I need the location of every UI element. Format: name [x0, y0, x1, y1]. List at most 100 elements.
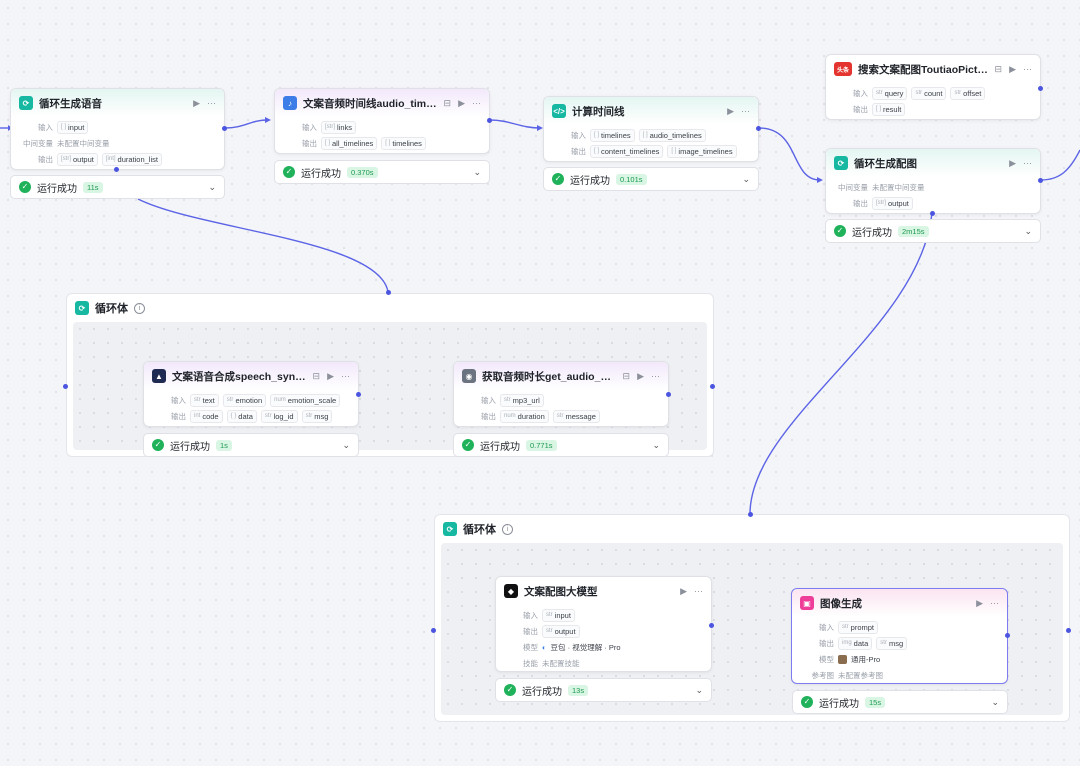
- run-icon[interactable]: ▶: [458, 97, 465, 108]
- edge: [749, 212, 933, 515]
- run-icon[interactable]: ▶: [680, 585, 687, 596]
- edge: [137, 198, 389, 293]
- duration-badge: 0.101s: [616, 173, 647, 185]
- check-icon: ✓: [834, 225, 846, 237]
- more-icon[interactable]: ···: [694, 586, 703, 596]
- check-icon: ✓: [801, 696, 813, 708]
- port[interactable]: [1066, 628, 1071, 633]
- audio-icon: ◉: [462, 369, 476, 383]
- info-icon[interactable]: i: [134, 302, 145, 314]
- loop-body-header: ⟳ 循环体 i: [435, 515, 1069, 543]
- node-title: 文案语音合成speech_synthe…: [172, 370, 307, 383]
- port[interactable]: [431, 628, 436, 633]
- run-icon[interactable]: ▶: [727, 105, 734, 116]
- edge: [224, 119, 269, 129]
- speech-icon: ▲: [152, 369, 166, 383]
- version-icon[interactable]: ⊟: [443, 97, 452, 108]
- run-status-loop-voice[interactable]: ✓ 运行成功 11s ⌄: [10, 175, 225, 199]
- more-icon[interactable]: ···: [990, 598, 999, 608]
- node-loop-voice[interactable]: ⟳ 循环生成语音 ▶··· 输入[ ]input 中间变量未配置中间变量 输出[…: [10, 88, 225, 170]
- port[interactable]: [63, 384, 68, 389]
- more-icon[interactable]: ···: [741, 106, 750, 116]
- port[interactable]: [386, 290, 391, 295]
- more-icon[interactable]: ···: [207, 98, 216, 108]
- port[interactable]: [748, 512, 753, 517]
- duration-badge: 1s: [216, 439, 232, 451]
- port[interactable]: [356, 392, 361, 397]
- check-icon: ✓: [504, 684, 516, 696]
- chevron-down-icon[interactable]: ⌄: [1024, 225, 1032, 236]
- check-icon: ✓: [152, 439, 164, 451]
- more-icon[interactable]: ···: [472, 98, 481, 108]
- edge: [1040, 149, 1080, 181]
- chevron-down-icon[interactable]: ⌄: [991, 696, 999, 707]
- chevron-down-icon[interactable]: ⌄: [342, 439, 350, 450]
- node-title: 搜索文案配图ToutiaoPicture…: [858, 63, 989, 76]
- run-status-image-gen[interactable]: ✓ 运行成功 15s ⌄: [792, 690, 1008, 714]
- port[interactable]: [1038, 86, 1043, 91]
- image-icon: ▣: [800, 596, 814, 610]
- loop-icon: ⟳: [443, 522, 457, 536]
- version-icon[interactable]: ⊟: [312, 370, 321, 381]
- run-status-duration[interactable]: ✓ 运行成功 0.771s ⌄: [453, 433, 669, 457]
- duration-badge: 11s: [83, 181, 103, 193]
- run-icon[interactable]: ▶: [193, 97, 200, 108]
- chevron-down-icon[interactable]: ⌄: [742, 173, 750, 184]
- chevron-down-icon[interactable]: ⌄: [208, 181, 216, 192]
- chevron-down-icon[interactable]: ⌄: [695, 684, 703, 695]
- node-audio-timeline[interactable]: ♪ 文案音频时间线audio_timeli… ⊟▶··· 输入[str]link…: [274, 88, 490, 154]
- node-title: 获取音频时长get_audio_dur…: [482, 370, 617, 383]
- port[interactable]: [1005, 633, 1010, 638]
- chevron-down-icon[interactable]: ⌄: [473, 166, 481, 177]
- port[interactable]: [709, 623, 714, 628]
- port[interactable]: [710, 384, 715, 389]
- loop-body-header: ⟳ 循环体 i: [67, 294, 713, 322]
- info-icon[interactable]: i: [502, 523, 513, 535]
- port[interactable]: [1038, 178, 1043, 183]
- check-icon: ✓: [19, 181, 31, 193]
- check-icon: ✓: [283, 166, 295, 178]
- duration-badge: 2m15s: [898, 225, 929, 237]
- run-icon[interactable]: ▶: [327, 370, 334, 381]
- node-search-picture[interactable]: 头条 搜索文案配图ToutiaoPicture… ⊟▶··· 输入strquer…: [825, 54, 1041, 120]
- edge: [758, 127, 821, 181]
- more-icon[interactable]: ···: [1023, 158, 1032, 168]
- loop-icon: ⟳: [834, 156, 848, 170]
- node-title: 循环生成语音: [39, 97, 102, 110]
- check-icon: ✓: [552, 173, 564, 185]
- edge: [489, 119, 541, 129]
- node-calc-timeline[interactable]: </> 计算时间线 ▶··· 输入[ ]timelines[ ]audio_ti…: [543, 96, 759, 162]
- port[interactable]: [487, 118, 492, 123]
- model-thumbnail-icon: [838, 654, 847, 664]
- loop-body-title: 循环体: [95, 303, 128, 315]
- check-icon: ✓: [462, 439, 474, 451]
- run-status-calc-timeline[interactable]: ✓ 运行成功 0.101s ⌄: [543, 167, 759, 191]
- port[interactable]: [222, 126, 227, 131]
- run-status-llm[interactable]: ✓ 运行成功 13s ⌄: [495, 678, 712, 702]
- more-icon[interactable]: ···: [651, 371, 660, 381]
- loop-body-title: 循环体: [463, 524, 496, 536]
- node-loop-image[interactable]: ⟳ 循环生成配图 ▶··· 中间变量未配置中间变量 输出[str]output: [825, 148, 1041, 214]
- port[interactable]: [114, 167, 119, 172]
- run-icon[interactable]: ▶: [976, 597, 983, 608]
- port[interactable]: [756, 126, 761, 131]
- more-icon[interactable]: ···: [1023, 64, 1032, 74]
- more-icon[interactable]: ···: [341, 371, 350, 381]
- loop-body-group-1[interactable]: ⟳ 循环体 i: [66, 293, 714, 457]
- version-icon[interactable]: ⊟: [622, 370, 631, 381]
- duration-badge: 0.370s: [347, 166, 378, 178]
- run-icon[interactable]: ▶: [1009, 157, 1016, 168]
- chevron-down-icon[interactable]: ⌄: [652, 439, 660, 450]
- run-icon[interactable]: ▶: [1009, 63, 1016, 74]
- port[interactable]: [930, 211, 935, 216]
- version-icon[interactable]: ⊟: [994, 63, 1003, 74]
- run-status-speech[interactable]: ✓ 运行成功 1s ⌄: [143, 433, 359, 457]
- port[interactable]: [666, 392, 671, 397]
- run-status-audio-timeline[interactable]: ✓ 运行成功 0.370s ⌄: [274, 160, 490, 184]
- run-status-loop-image[interactable]: ✓ 运行成功 2m15s ⌄: [825, 219, 1041, 243]
- run-icon[interactable]: ▶: [637, 370, 644, 381]
